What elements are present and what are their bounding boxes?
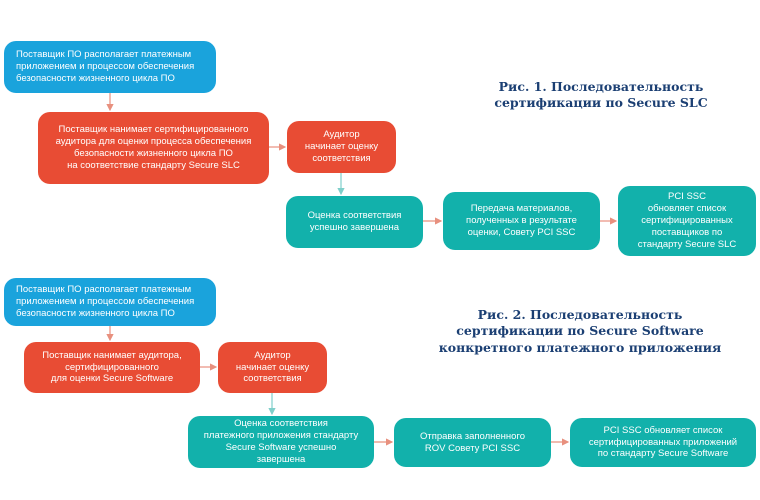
fig1-pci-update-node: PCI SSC обновляет список сертифицированн… [618, 186, 756, 256]
fig1-hire-auditor-node: Поставщик нанимает сертифицированного ау… [38, 112, 269, 184]
fig2-hire-auditor-node: Поставщик нанимает аудитора, сертифициро… [24, 342, 200, 393]
fig1-auditor-starts-node: Аудитор начинает оценку соответствия [287, 121, 396, 173]
fig2-auditor-starts-node: Аудитор начинает оценку соответствия [218, 342, 327, 393]
fig1-submit-materials-node: Передача материалов, полученных в резуль… [443, 192, 600, 250]
fig1-vendor-node: Поставщик ПО располагает платежным прило… [4, 41, 216, 93]
fig2-vendor-node: Поставщик ПО располагает платежным прило… [4, 278, 216, 326]
fig2-assessment-done-node: Оценка соответствия платежного приложени… [188, 416, 374, 468]
fig1-assessment-done-node: Оценка соответствия успешно завершена [286, 196, 423, 248]
fig2-title: Рис. 2. Последовательность сертификации … [438, 307, 722, 355]
fig2-submit-rov-node: Отправка заполненного ROV Совету PCI SSC [394, 418, 551, 467]
fig1-title: Рис. 1. Последовательность сертификации … [494, 79, 708, 111]
fig2-pci-update-node: PCI SSC обновляет список сертифицированн… [570, 418, 756, 467]
